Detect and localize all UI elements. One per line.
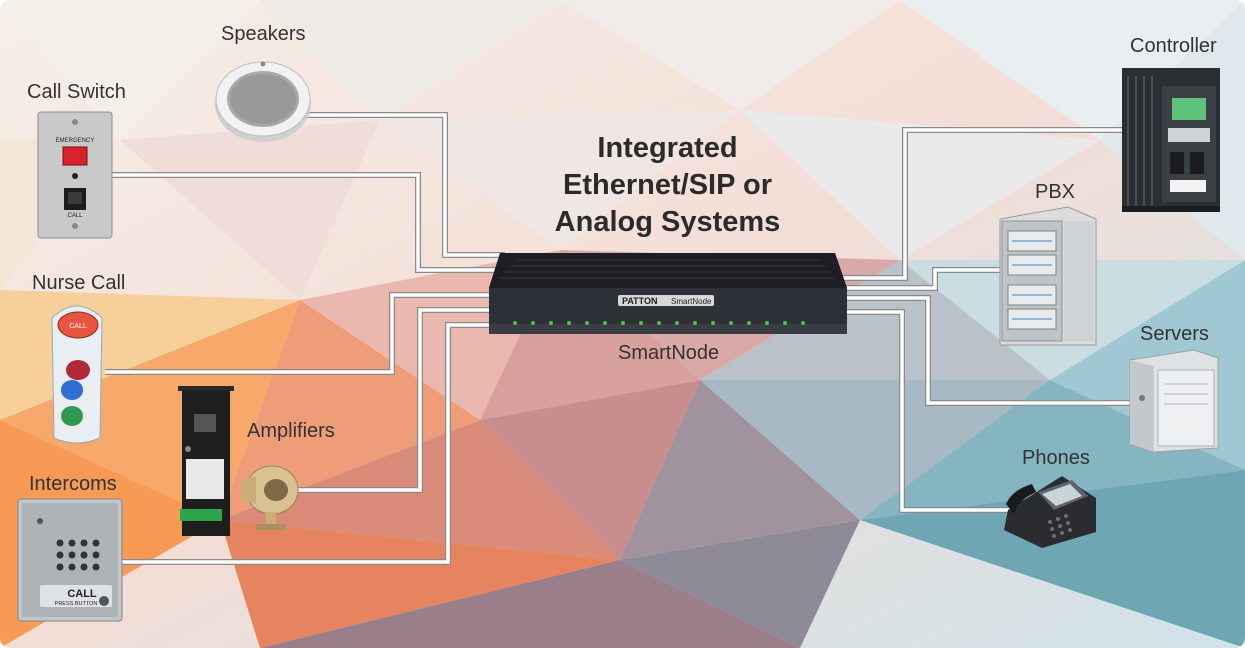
horn-speaker-icon: [242, 465, 299, 530]
controller-icon: [1122, 68, 1220, 212]
title-line-3: Analog Systems: [554, 206, 781, 238]
amplifiers-label: Amplifiers: [247, 420, 335, 442]
call-switch-icon: EMERGENCY CALL: [37, 111, 113, 239]
controller-label: Controller: [1130, 35, 1217, 57]
nurse-call-icon: CALL: [51, 305, 103, 444]
title-line-2: Ethernet/SIP or: [563, 169, 772, 201]
amplifier-icon: [178, 386, 234, 536]
call-small-text: CALL: [67, 213, 83, 219]
pbx-label: PBX: [1035, 181, 1076, 203]
intercom-icon: CALL PRESS BUTTON: [17, 498, 123, 622]
call-switch-label: Call Switch: [27, 81, 126, 103]
intercom-press-text: PRESS BUTTON: [55, 601, 98, 607]
pbx-icon: [999, 206, 1097, 346]
nurse-call-button-text: CALL: [69, 323, 87, 330]
phone-icon: [1004, 476, 1096, 548]
intercom-call-text: CALL: [67, 588, 97, 600]
hub-brand-text: PATTON: [622, 296, 658, 306]
diagram-title: Integrated Ethernet/SIP or Analog System…: [540, 130, 795, 241]
patton-badge: [618, 295, 714, 306]
title-line-1: Integrated: [597, 132, 738, 164]
speaker-icon: [215, 61, 311, 142]
hub-model-text: SmartNode: [671, 297, 712, 306]
emergency-text: EMERGENCY: [56, 138, 95, 144]
servers-label: Servers: [1140, 323, 1209, 345]
smartnode-hub: PATTON SmartNode: [489, 253, 847, 334]
speakers-label: Speakers: [221, 23, 306, 45]
smartnode-label: SmartNode: [618, 342, 720, 364]
intercoms-label: Intercoms: [29, 473, 117, 495]
server-icon: [1129, 349, 1219, 453]
phones-label: Phones: [1022, 447, 1090, 469]
nurse-call-label: Nurse Call: [32, 272, 126, 294]
